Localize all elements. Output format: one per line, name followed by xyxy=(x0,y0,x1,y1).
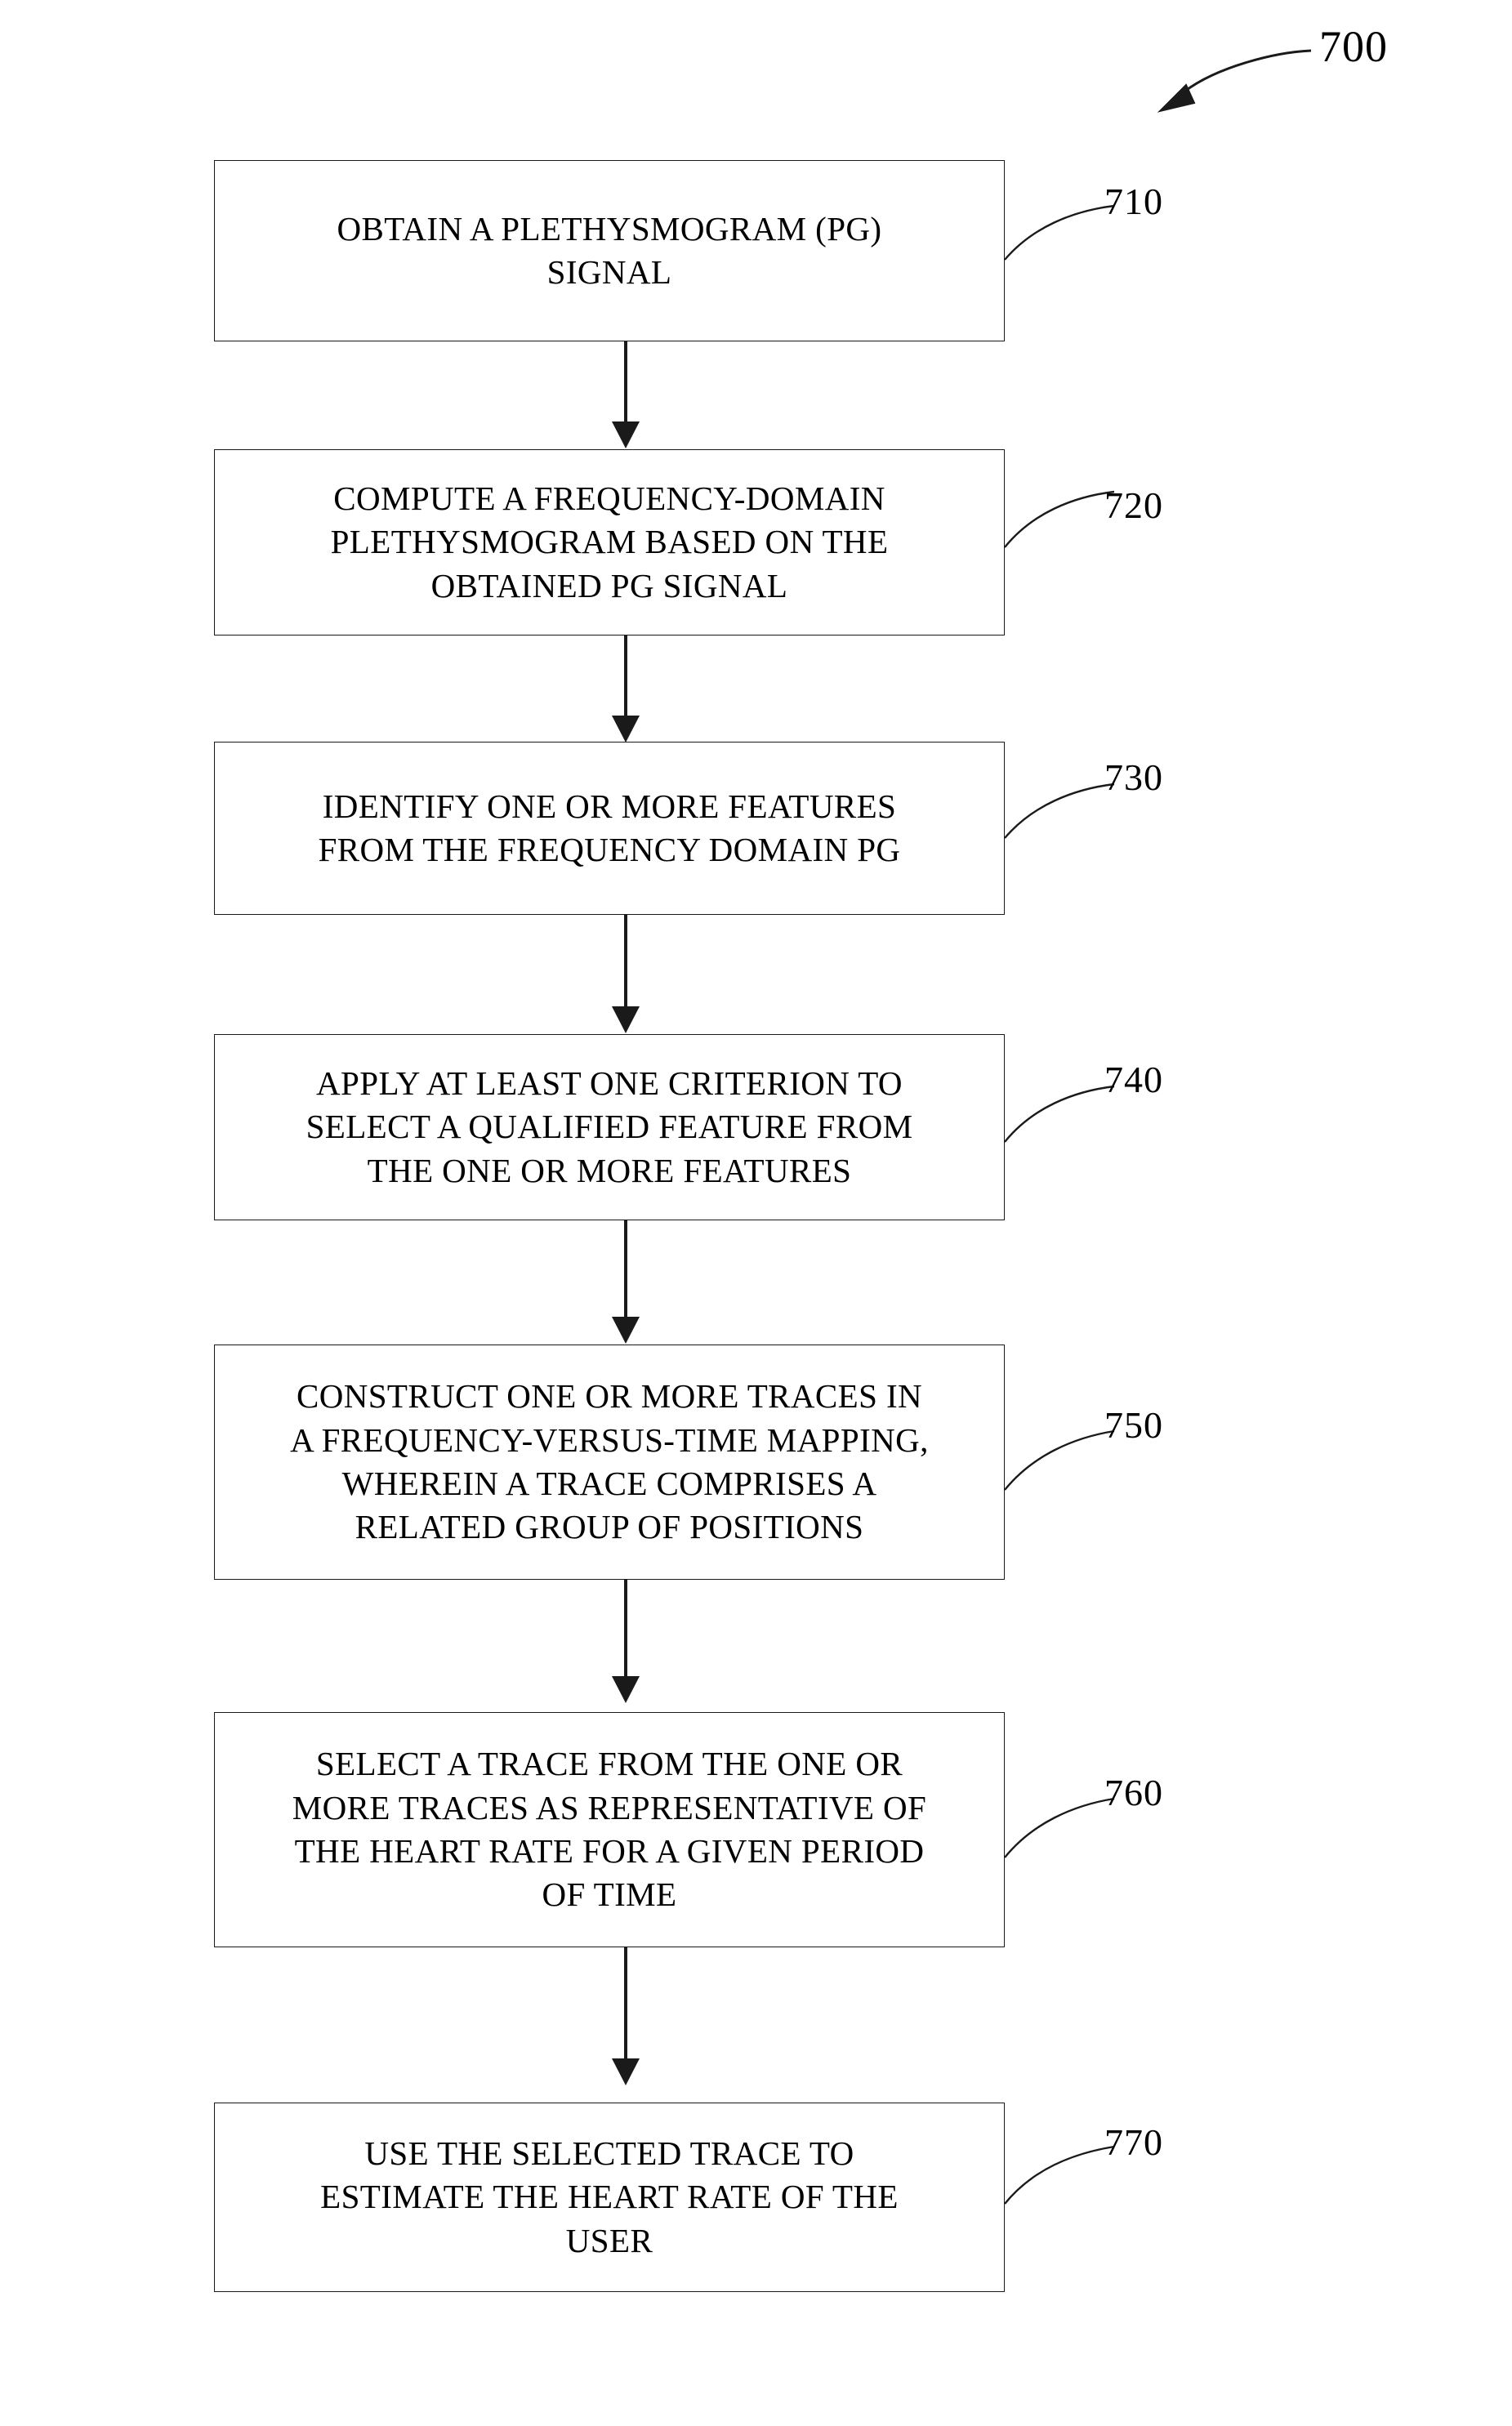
flowchart-box-760[interactable]: SELECT A TRACE FROM THE ONE OR MORE TRAC… xyxy=(214,1712,1005,1947)
flowchart-box-720[interactable]: COMPUTE A FREQUENCY-DOMAIN PLETHYSMOGRAM… xyxy=(214,449,1005,635)
ref-number-750: 750 xyxy=(1104,1404,1163,1446)
ref-leader-710 xyxy=(1004,204,1115,261)
ref-number-740: 740 xyxy=(1104,1059,1163,1100)
ref-leader-740 xyxy=(1004,1085,1115,1143)
figure-number-arrow-icon xyxy=(1157,49,1312,113)
flowchart-box-730[interactable]: IDENTIFY ONE OR MORE FEATURES FROM THE F… xyxy=(214,742,1005,915)
connector-arrow-730-740 xyxy=(612,915,640,1033)
flowchart-box-760-label: SELECT A TRACE FROM THE ONE OR MORE TRAC… xyxy=(292,1745,927,1914)
figure-number-700: 700 xyxy=(1319,22,1388,71)
flowchart-box-740[interactable]: APPLY AT LEAST ONE CRITERION TO SELECT A… xyxy=(214,1034,1005,1220)
ref-number-730: 730 xyxy=(1104,756,1163,798)
connector-arrow-760-770 xyxy=(612,1947,640,2085)
flowchart-box-710[interactable]: OBTAIN A PLETHYSMOGRAM (PG) SIGNAL xyxy=(214,160,1005,341)
ref-leader-750 xyxy=(1004,1429,1115,1491)
flowchart-box-740-label: APPLY AT LEAST ONE CRITERION TO SELECT A… xyxy=(306,1064,913,1189)
ref-leader-720 xyxy=(1004,490,1115,548)
connector-arrow-740-750 xyxy=(612,1220,640,1344)
connector-arrow-710-720 xyxy=(612,341,640,448)
flowchart-box-730-label: IDENTIFY ONE OR MORE FEATURES FROM THE F… xyxy=(318,787,901,868)
flowchart-box-770-label: USE THE SELECTED TRACE TO ESTIMATE THE H… xyxy=(320,2134,899,2259)
ref-leader-730 xyxy=(1004,783,1115,839)
flowchart-box-720-label: COMPUTE A FREQUENCY-DOMAIN PLETHYSMOGRAM… xyxy=(330,479,889,604)
ref-number-710: 710 xyxy=(1104,181,1163,222)
ref-number-720: 720 xyxy=(1104,484,1163,526)
flowchart-box-750[interactable]: CONSTRUCT ONE OR MORE TRACES IN A FREQUE… xyxy=(214,1345,1005,1580)
ref-number-760: 760 xyxy=(1104,1772,1163,1813)
flowchart-box-710-label: OBTAIN A PLETHYSMOGRAM (PG) SIGNAL xyxy=(337,209,882,291)
ref-number-770: 770 xyxy=(1104,2121,1163,2163)
ref-leader-770 xyxy=(1004,2145,1115,2205)
ref-leader-760 xyxy=(1004,1797,1115,1858)
flowchart-box-770[interactable]: USE THE SELECTED TRACE TO ESTIMATE THE H… xyxy=(214,2103,1005,2292)
connector-arrow-750-760 xyxy=(612,1580,640,1703)
flowchart-box-750-label: CONSTRUCT ONE OR MORE TRACES IN A FREQUE… xyxy=(290,1377,929,1546)
connector-arrow-720-730 xyxy=(612,635,640,743)
